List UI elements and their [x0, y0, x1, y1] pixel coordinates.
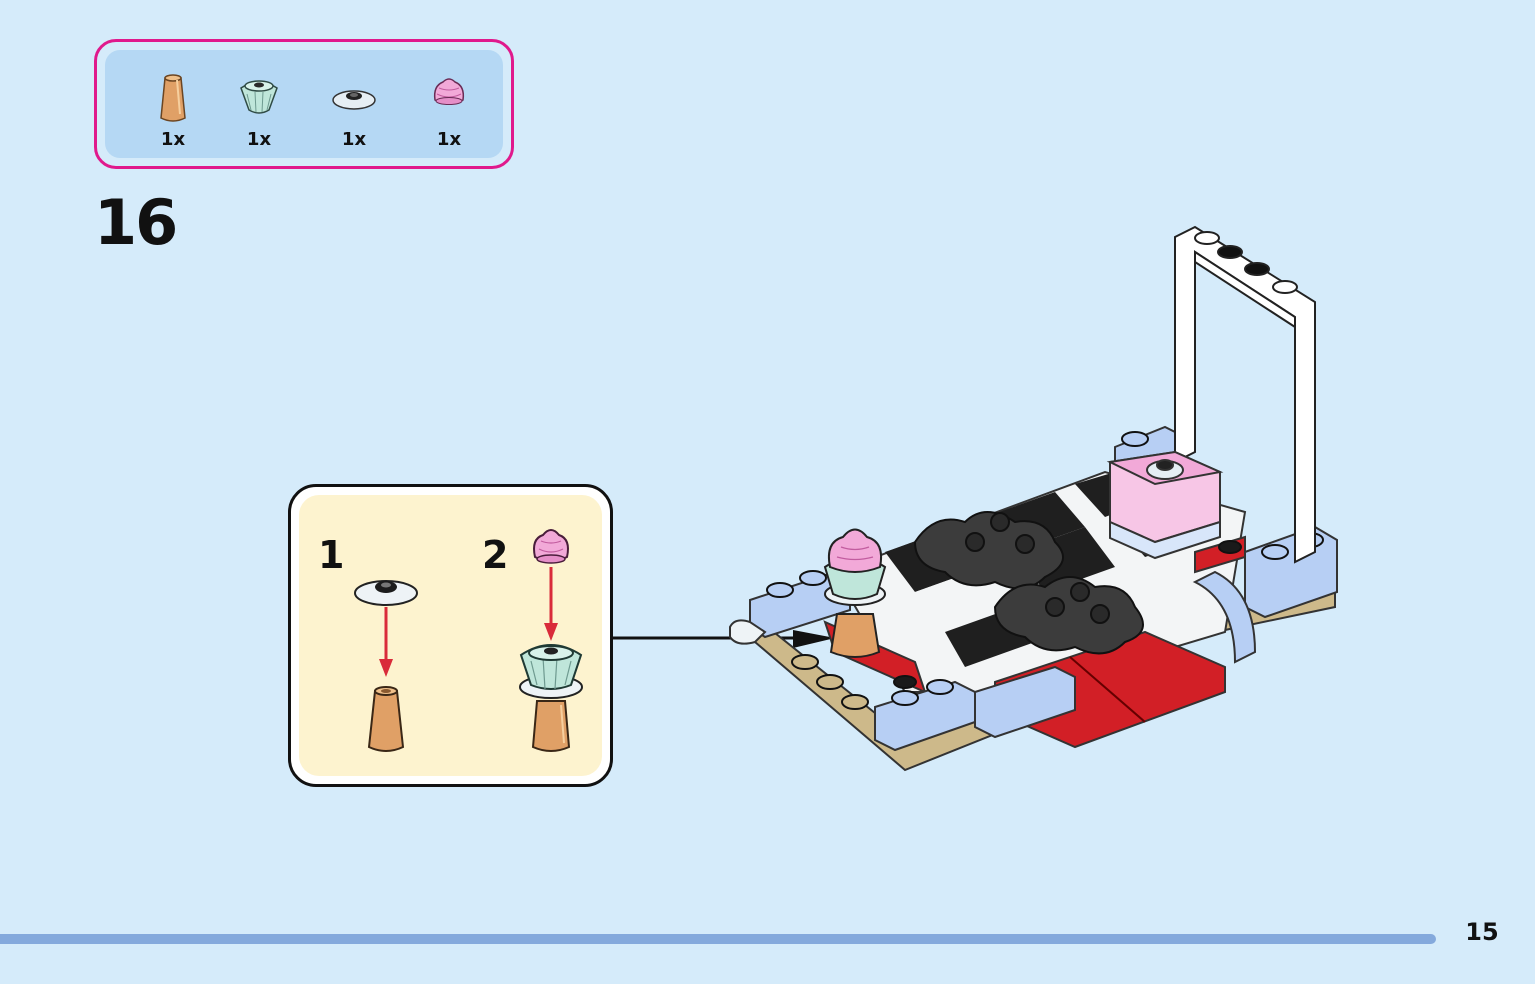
mint-cupcake-wrapper-piece-icon	[240, 80, 278, 114]
part-item: 1x	[419, 60, 479, 150]
subassembly-callout: 1 2	[288, 484, 613, 787]
dark-scroll-decorations	[913, 511, 1144, 655]
part-item: 1x	[229, 60, 289, 150]
substep-1-assembly	[354, 580, 418, 752]
red-studs	[893, 540, 1242, 689]
footer-progress-bar	[0, 934, 1436, 944]
part-quantity: 1x	[246, 129, 272, 150]
grey-clip-piece	[729, 619, 767, 645]
tan-cone-piece-icon	[160, 74, 186, 122]
parts-list-box: 1x 1x 1x 1x	[94, 39, 514, 169]
substep-number-2: 2	[482, 533, 509, 577]
parts-list-inner: 1x 1x 1x 1x	[105, 50, 503, 158]
pink-icing-piece-icon	[433, 78, 465, 105]
callout-inner: 1 2	[299, 495, 602, 776]
substep-2-assembly	[519, 529, 583, 752]
tan-studs	[791, 654, 869, 710]
part-quantity: 1x	[436, 129, 462, 150]
substep-illustration	[354, 529, 583, 752]
part-item: 1x	[143, 60, 203, 150]
part-quantity: 1x	[160, 129, 186, 150]
model-illustration	[729, 225, 1338, 772]
substep-number-1: 1	[318, 533, 345, 577]
part-quantity: 1x	[341, 129, 367, 150]
pink-cake-block	[1106, 450, 1224, 560]
step-number: 16	[94, 186, 178, 259]
white-archway-frame	[1174, 225, 1316, 564]
page-number: 15	[1465, 918, 1499, 946]
placed-cupcake	[823, 528, 887, 658]
part-item: 1x	[324, 60, 384, 150]
clear-round-plate-piece-icon	[332, 90, 376, 110]
